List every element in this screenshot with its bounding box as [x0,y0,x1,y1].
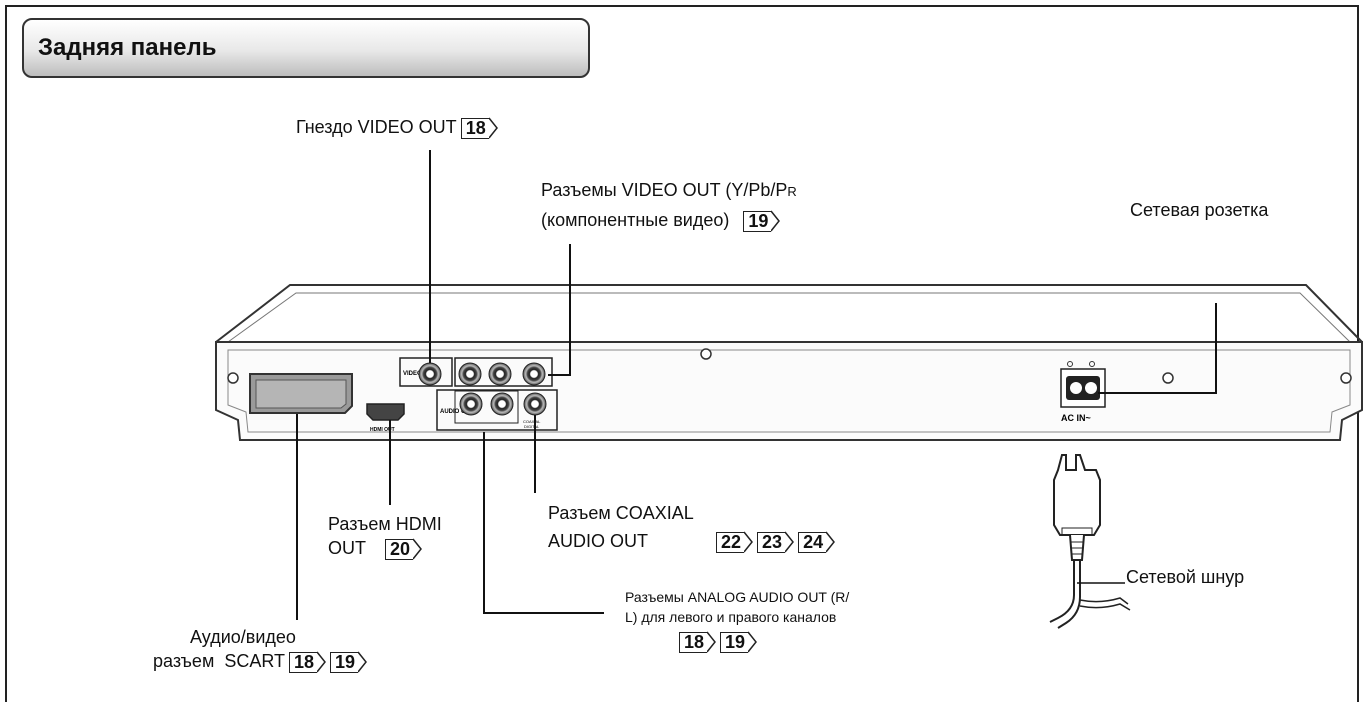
screw-right [1162,372,1174,384]
digital-panel-label: DIGITAL [524,424,540,429]
audio-out-panel-label: AUDIO OUT [440,409,474,415]
label-analog-audio-out: Разъемы ANALOG AUDIO OUT (R/ L) для лево… [625,589,850,653]
ac-pin-right [1085,382,1097,394]
page-ref: 18 [679,631,716,653]
section-title: Задняя панель [38,34,217,61]
component-jack-y [458,362,482,386]
page-ref: 18 [460,117,498,139]
power-plug [1053,454,1101,536]
section-header: Задняя панель [22,18,590,78]
leader-analog [483,432,604,614]
audio-jack-r [459,392,483,416]
page-ref: 19 [720,631,758,653]
label-power-cord: Сетевой шнур [1126,567,1245,587]
screw-far-right [1340,372,1352,384]
hdmi-out-panel-label: HDMI OUT [370,427,395,433]
audio-jack-l [490,392,514,416]
page-ref: 19 [330,651,368,673]
device-top-outline [215,284,1363,343]
page-ref: 19 [743,210,781,232]
ac-in-panel-label: AC IN~ [1061,413,1091,423]
component-jack-pr [522,362,546,386]
page-ref: 20 [385,538,423,560]
device-rear-inner [227,349,1351,433]
leader-ac-outlet [1098,303,1217,394]
leader-component [548,244,571,376]
hdmi-connector [366,403,405,421]
coaxial-jack [523,392,547,416]
label-ac-outlet: Сетевая розетка [1130,200,1269,220]
power-cord [1049,560,1075,623]
device-top-inner [227,292,1351,343]
label-hdmi-out: Разъем HDMI OUT 20 [328,514,442,560]
ac-pin-left [1070,382,1082,394]
video-out-jack [418,362,442,386]
component-jack-pb [488,362,512,386]
screw-left [227,372,239,384]
device-rear-face [215,341,1363,441]
page-ref: 24 [798,531,836,553]
component-bracket [454,357,553,387]
page-ref: 22 [716,531,754,553]
page-ref: 23 [757,531,795,553]
audio-out-bracket [436,389,558,431]
page-ref: 18 [289,651,326,673]
coaxial-panel-label: COAXIAL [523,419,541,424]
label-component-video-out: Разъемы VIDEO OUT (Y/Pb/PR (компонентные… [541,180,797,232]
screw-center [700,348,712,360]
video-out-bracket [399,357,453,387]
